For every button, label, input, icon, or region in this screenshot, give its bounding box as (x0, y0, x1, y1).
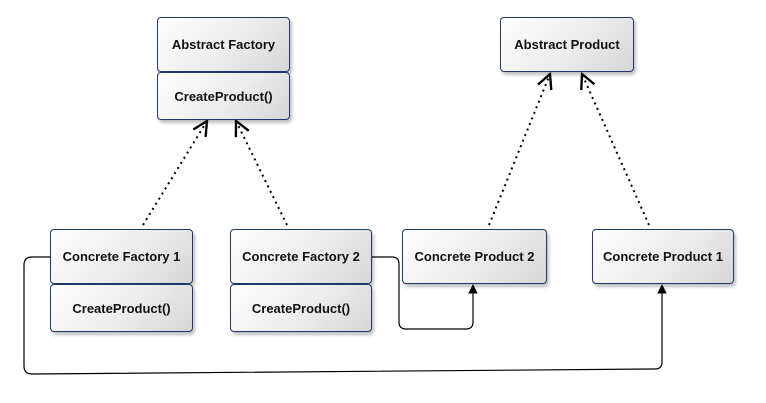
realization-line-product2 (488, 74, 550, 226)
realization-line-factory1 (142, 121, 207, 226)
abstract-factory-method: CreateProduct() (157, 72, 290, 120)
abstract-factory-title: Abstract Factory (157, 17, 290, 72)
concrete-product-1: Concrete Product 1 (592, 229, 734, 284)
creates-line-factory2-product2 (370, 256, 478, 330)
concrete-factory-1-method-label: CreateProduct() (72, 300, 171, 316)
concrete-product-2: Concrete Product 2 (402, 229, 547, 284)
abstract-product-title-label: Abstract Product (514, 37, 620, 52)
abstract-factory-method-label: CreateProduct() (174, 88, 273, 104)
concrete-factory-2-method-label: CreateProduct() (251, 300, 351, 316)
realization-line-product1 (582, 74, 650, 226)
concrete-factory-2-title-label: Concrete Factory 2 (242, 249, 360, 264)
concrete-factory-2-title: Concrete Factory 2 (230, 229, 372, 284)
concrete-factory-1-title: Concrete Factory 1 (50, 229, 193, 284)
concrete-product-1-label: Concrete Product 1 (603, 249, 723, 264)
abstract-product-title: Abstract Product (500, 17, 634, 72)
abstract-factory-title-label: Abstract Factory (171, 37, 276, 52)
realization-line-factory2 (236, 121, 288, 226)
concrete-factory-1-method: CreateProduct() (50, 284, 193, 332)
concrete-product-2-label: Concrete Product 2 (414, 249, 535, 264)
concrete-factory-2-method: CreateProduct() (230, 284, 372, 332)
concrete-factory-1-title-label: Concrete Factory 1 (62, 249, 181, 264)
creates-line-factory1-product1 (23, 256, 667, 375)
